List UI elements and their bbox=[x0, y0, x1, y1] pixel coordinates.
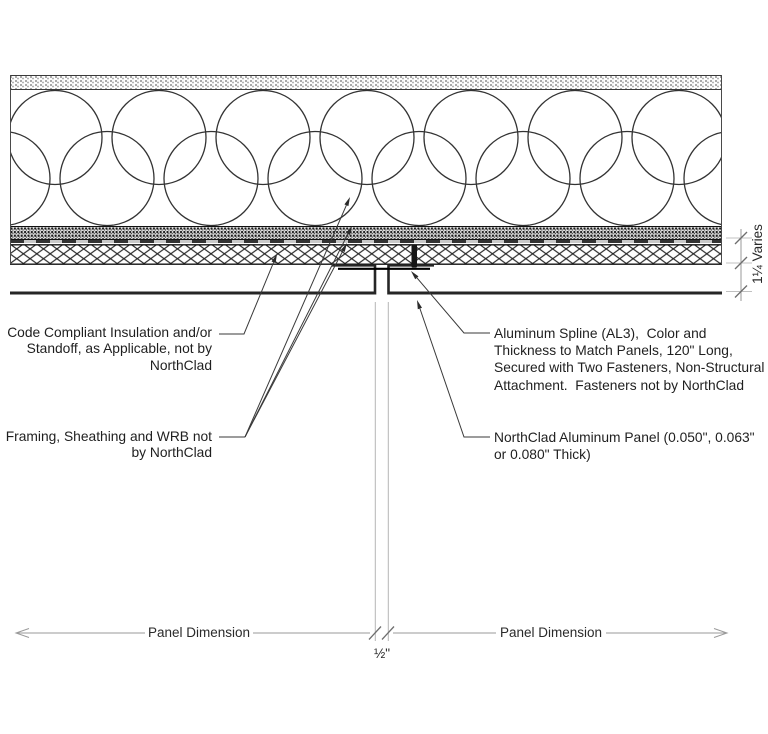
sheathing-stipple-band bbox=[10, 75, 722, 90]
dimension-label-panel-left: Panel Dimension bbox=[147, 625, 251, 640]
batt-insulation-band bbox=[10, 90, 722, 226]
dimension-arrow-left bbox=[14, 628, 30, 638]
leader-insulation-note bbox=[219, 262, 275, 335]
dimension-arrow-right bbox=[713, 628, 729, 638]
leader-arrowhead bbox=[411, 271, 419, 280]
dimension-label-assembly-depth: 1¼ Varies bbox=[750, 224, 765, 284]
dimension-label-panel-right: Panel Dimension bbox=[499, 625, 603, 640]
note-aluminum-spline: Aluminum Spline (AL3), Color and Thickne… bbox=[494, 326, 765, 393]
note-framing-wrb: Framing, Sheathing and WRB not by NorthC… bbox=[5, 429, 212, 461]
leader-spline-note bbox=[416, 277, 490, 334]
depth-dimension bbox=[726, 229, 752, 301]
leader-panel-note bbox=[419, 308, 490, 438]
wrb-dashed-line bbox=[10, 240, 722, 243]
depth-extension-stubs bbox=[726, 237, 752, 292]
depth-tick-marks bbox=[734, 231, 748, 298]
dimension-tick-marks bbox=[368, 626, 395, 640]
leader-arrowhead bbox=[417, 300, 422, 310]
note-northclad-panel: NorthClad Aluminum Panel (0.050", 0.063"… bbox=[494, 430, 755, 463]
panel-dimension-line bbox=[14, 628, 729, 638]
note-insulation-standoff: Code Compliant Insulation and/or Standof… bbox=[7, 325, 212, 373]
substrate-dense-band bbox=[10, 226, 722, 240]
aluminum-panel-linework bbox=[10, 264, 722, 295]
dimension-label-joint-width: ½" bbox=[373, 646, 391, 661]
standoff-insulation-crosshatch-band bbox=[10, 243, 722, 265]
joint-extension-lines bbox=[374, 302, 389, 641]
